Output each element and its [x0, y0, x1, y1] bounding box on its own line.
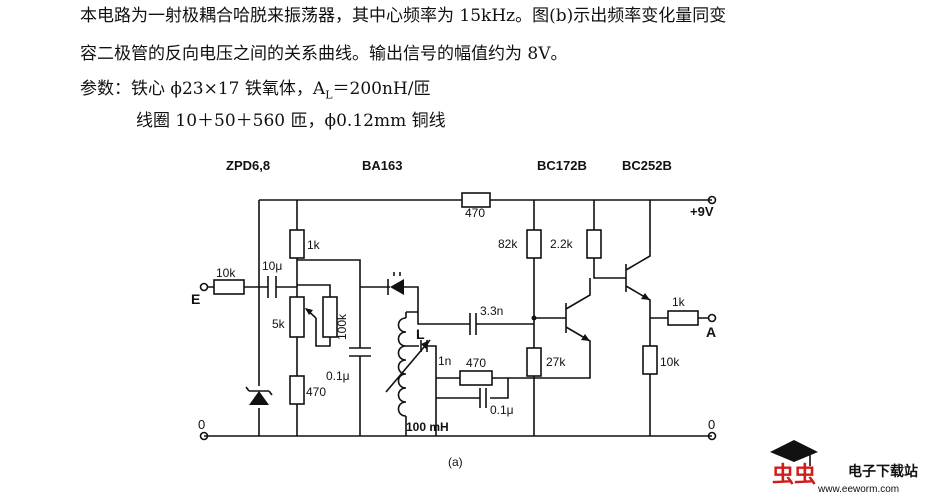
inductor-top-lead [405, 311, 418, 318]
zener-diode-bar [245, 386, 273, 396]
inductor-tuning-arrow [385, 339, 431, 393]
resistor-100k [322, 296, 338, 338]
varicap-feed-wire [297, 259, 382, 436]
parameters-core: 参数：铁心 ϕ23×17 铁氧体，A [80, 79, 326, 99]
label-c-01u-mid: 0.1μ [490, 403, 514, 417]
resistor-2k2 [586, 229, 602, 259]
varicap-diode-cap-mark [393, 272, 401, 276]
label-c-01u-left: 0.1μ [326, 369, 350, 383]
pot-100k-wire [297, 284, 331, 347]
label-r-10k-out: 10k [660, 355, 680, 369]
transistor-t1 [534, 278, 591, 350]
t2-emitter-arrow [641, 293, 650, 300]
t1-emitter-arrow [581, 334, 590, 341]
resistor-470-top [461, 192, 491, 208]
transistor-t2 [625, 200, 651, 318]
label-r-82k: 82k [498, 237, 518, 251]
label-c-1n: 1n [438, 354, 451, 368]
capacitor-1n [406, 340, 437, 378]
resistor-470-mid [459, 370, 493, 386]
capacitor-10u [267, 276, 277, 298]
label-inductor-value: 100 mH [406, 420, 449, 434]
label-r-2k2: 2.2k [550, 237, 574, 251]
label-ground-right: 0 [708, 417, 715, 432]
description-line-1: 本电路为一射极耦合哈脱来振荡器，其中心频率为 15kHz。图(b)示出频率变化量… [80, 6, 727, 26]
potentiometer-5k [289, 296, 305, 338]
supply-terminal [707, 195, 717, 205]
label-inductor: L [416, 326, 425, 342]
capacitor-01u-mid [479, 388, 487, 408]
label-r-470-mid: 470 [466, 356, 486, 370]
input-terminal [199, 282, 209, 292]
resistor-470-low [289, 375, 305, 405]
label-t1: BC172B [537, 158, 587, 173]
label-c-10u: 10μ [262, 259, 282, 273]
t1-emitter-wire [508, 350, 591, 379]
label-r-27k: 27k [546, 355, 566, 369]
ground-terminal-left [199, 431, 209, 441]
logo-bug-glyphs: 虫虫 [772, 462, 816, 487]
coil-parameters-line: 线圈 10＋50＋560 匝，ϕ0.12mm 铜线 [136, 111, 446, 131]
resistor-10k-output [642, 345, 658, 375]
label-r-100k: 100k [335, 313, 349, 340]
parameters-al-value: ＝200nH/匝 [332, 79, 431, 99]
label-input-e: E [191, 291, 200, 307]
resistor-27k [526, 347, 542, 377]
watermark-site-name: 电子下载站 [848, 463, 918, 479]
capacitor-33n [469, 313, 477, 335]
resistor-10k-input [213, 279, 245, 295]
label-supply: +9V [690, 204, 714, 219]
description-line-2: 容二极管的反向电压之间的关系曲线。输出信号的幅值约为 8V。 [80, 44, 568, 64]
potentiometer-arrow [305, 308, 313, 315]
output-wire [649, 317, 708, 436]
label-t2: BC252B [622, 158, 672, 173]
parameters-al-subscript: L [325, 88, 333, 102]
resistor-1k-bias [289, 229, 305, 259]
graduation-cap-icon [770, 440, 818, 462]
resistor-1k-output [667, 310, 699, 326]
zener-diode-body [249, 391, 269, 405]
t2-base-wire [593, 200, 626, 279]
label-varicap: BA163 [362, 158, 402, 173]
inductor-coil [397, 317, 407, 417]
parameters-line: 参数：铁心 ϕ23×17 铁氧体，AL＝200nH/匝 [80, 77, 430, 107]
label-output-a: A [706, 324, 716, 340]
label-zener: ZPD6,8 [226, 158, 270, 173]
label-ground-left: 0 [198, 417, 205, 432]
label-r-470-top: 470 [465, 206, 485, 220]
capacitor-01u-left [349, 347, 371, 357]
label-r-1k-bias: 1k [307, 238, 321, 252]
figure-caption: (a) [448, 455, 463, 469]
resistor-82k [526, 229, 542, 259]
label-c-33n: 3.3n [480, 304, 503, 318]
varicap-diode-body [390, 279, 404, 295]
output-terminal [707, 313, 717, 323]
label-r-10k-in: 10k [216, 266, 236, 280]
site-logo: 虫虫 [770, 440, 818, 487]
watermark-url: www.eeworm.com [817, 484, 899, 495]
label-r-1k-out: 1k [672, 295, 686, 309]
emitter-network-wire [435, 377, 509, 436]
label-pot-5k: 5k [272, 317, 286, 331]
coupling-wire [417, 312, 534, 325]
ground-terminal-right [707, 431, 717, 441]
label-r-470-low: 470 [306, 385, 326, 399]
